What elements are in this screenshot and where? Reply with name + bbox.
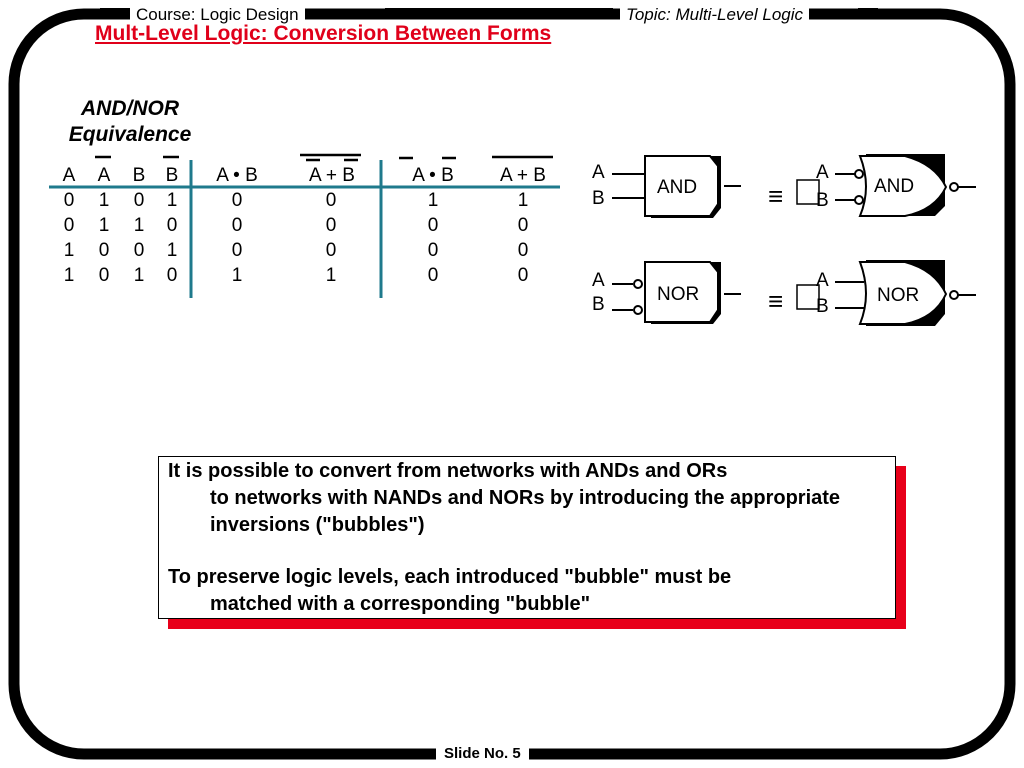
equiv-and-input-b: B — [816, 190, 829, 211]
and-gate: A B AND — [592, 155, 741, 218]
table-cell: 1 — [133, 265, 145, 286]
table-cell: 0 — [325, 190, 337, 211]
col-header-b: B — [132, 165, 146, 186]
table-cell: 0 — [166, 215, 178, 236]
table-cell: 0 — [166, 265, 178, 286]
paragraph-1-rest: to networks with NANDs and NORs by intro… — [210, 487, 841, 536]
equivalence-title-line1: AND/NOR — [81, 97, 179, 120]
table-cell: 0 — [427, 265, 439, 286]
text-box: It is possible to convert from networks … — [158, 456, 896, 619]
table-cell: 1 — [325, 265, 337, 286]
equiv-and-input-a: A — [816, 162, 829, 183]
table-cell: 0 — [63, 215, 75, 236]
nor-gate: A B NOR — [592, 261, 741, 324]
paragraph-2-first-line: To preserve logic levels, each introduce… — [168, 566, 732, 588]
and-equivalent-gate: ≡ A B AND — [768, 154, 976, 217]
table-cell: 0 — [133, 240, 145, 261]
slide-title: Mult-Level Logic: Conversion Between For… — [95, 22, 552, 45]
table-cell: 1 — [63, 265, 75, 286]
paragraph-1-first-line: It is possible to convert from networks … — [168, 460, 728, 482]
table-cell: 0 — [98, 265, 110, 286]
table-cell: 1 — [133, 215, 145, 236]
col-header-not-a-or-b: A + B — [500, 165, 546, 186]
table-cell: 0 — [427, 240, 439, 261]
equivalence-symbol: ≡ — [768, 181, 783, 211]
table-cell: 1 — [166, 240, 178, 261]
equiv-nor-input-b: B — [816, 296, 829, 317]
nor-equivalent-gate: ≡ A B NOR — [768, 260, 976, 326]
table-cell: 0 — [325, 240, 337, 261]
col-header-a-and-b: A • B — [216, 165, 258, 186]
table-cell: 1 — [98, 190, 110, 211]
col-header-a-bar: A — [97, 165, 111, 186]
table-cell: 0 — [231, 190, 243, 211]
and-gate-label: AND — [657, 177, 697, 198]
slide-number: Slide No. 5 — [436, 745, 529, 762]
table-cell: 0 — [133, 190, 145, 211]
equiv-nor-input-a: A — [816, 270, 829, 291]
table-cell: 0 — [231, 215, 243, 236]
table-cell: 1 — [63, 240, 75, 261]
topic-label: Topic: Multi-Level Logic — [620, 5, 810, 25]
nor-gate-input-a: A — [592, 270, 605, 291]
table-cell: 1 — [166, 190, 178, 211]
paragraph-2-rest: matched with a corresponding "bubble" — [210, 593, 591, 615]
gate-diagrams: A B AND ≡ A B AND — [592, 154, 976, 326]
table-cell: 0 — [517, 265, 529, 286]
truth-table-lines — [49, 153, 560, 298]
table-cell: 0 — [517, 215, 529, 236]
table-cell: 0 — [427, 215, 439, 236]
table-cell: 0 — [517, 240, 529, 261]
col-header-b-bar: B — [165, 165, 179, 186]
table-cell: 1 — [231, 265, 243, 286]
table-cell: 0 — [325, 215, 337, 236]
equiv-and-label: AND — [874, 176, 914, 197]
col-header-a: A — [62, 165, 76, 186]
col-header-not-abar-or-bbar: A + B — [309, 165, 355, 186]
course-label: Course: Logic Design — [130, 5, 305, 25]
table-cell: 0 — [63, 190, 75, 211]
equivalence-title: AND/NOR Equivalence — [40, 96, 220, 148]
paragraph-2: To preserve logic levels, each introduce… — [168, 564, 893, 618]
table-cell: 1 — [517, 190, 529, 211]
table-cell: 1 — [98, 215, 110, 236]
nor-gate-input-b: B — [592, 294, 605, 315]
equivalence-title-line2: Equivalence — [68, 123, 192, 146]
and-gate-input-b: B — [592, 188, 605, 209]
paragraph-1: It is possible to convert from networks … — [168, 458, 893, 539]
table-cell: 0 — [98, 240, 110, 261]
table-cell: 0 — [231, 240, 243, 261]
col-header-abar-and-bbar: A • B — [412, 165, 454, 186]
equiv-nor-label: NOR — [877, 285, 919, 306]
nor-gate-label: NOR — [657, 284, 699, 305]
table-cell: 1 — [427, 190, 439, 211]
equivalence-symbol: ≡ — [768, 286, 783, 316]
and-gate-input-a: A — [592, 162, 605, 183]
